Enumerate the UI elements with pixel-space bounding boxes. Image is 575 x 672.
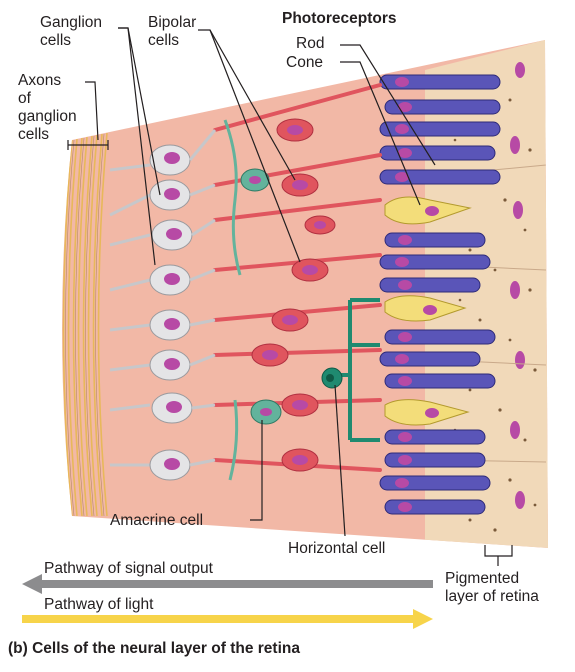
pigmented-layer-band <box>425 40 548 548</box>
light-label: Pathway of light <box>44 596 154 613</box>
bipolar-cells <box>213 83 382 472</box>
amacrine-cells <box>223 119 282 481</box>
rod-label: Rod <box>296 35 325 52</box>
amacrine-cell-label: Amacrine cell <box>110 512 204 529</box>
leader-lines <box>67 27 513 566</box>
pigment-cell-nuclei <box>510 62 525 509</box>
signal-output-label: Pathway of signal output <box>44 560 213 577</box>
signal-output-arrow <box>22 574 433 594</box>
figure-caption: (b) Cells of the neural layer of the ret… <box>8 640 300 657</box>
photoreceptors-label: Photoreceptors <box>282 10 397 27</box>
horizontal-cell <box>321 298 380 442</box>
cone-label: Cone <box>286 54 324 71</box>
ganglion-axon-fibers <box>62 132 108 517</box>
ganglion-cells <box>109 129 217 481</box>
horizontal-cell-label: Horizontal cell <box>288 540 386 557</box>
light-arrow <box>22 609 433 629</box>
